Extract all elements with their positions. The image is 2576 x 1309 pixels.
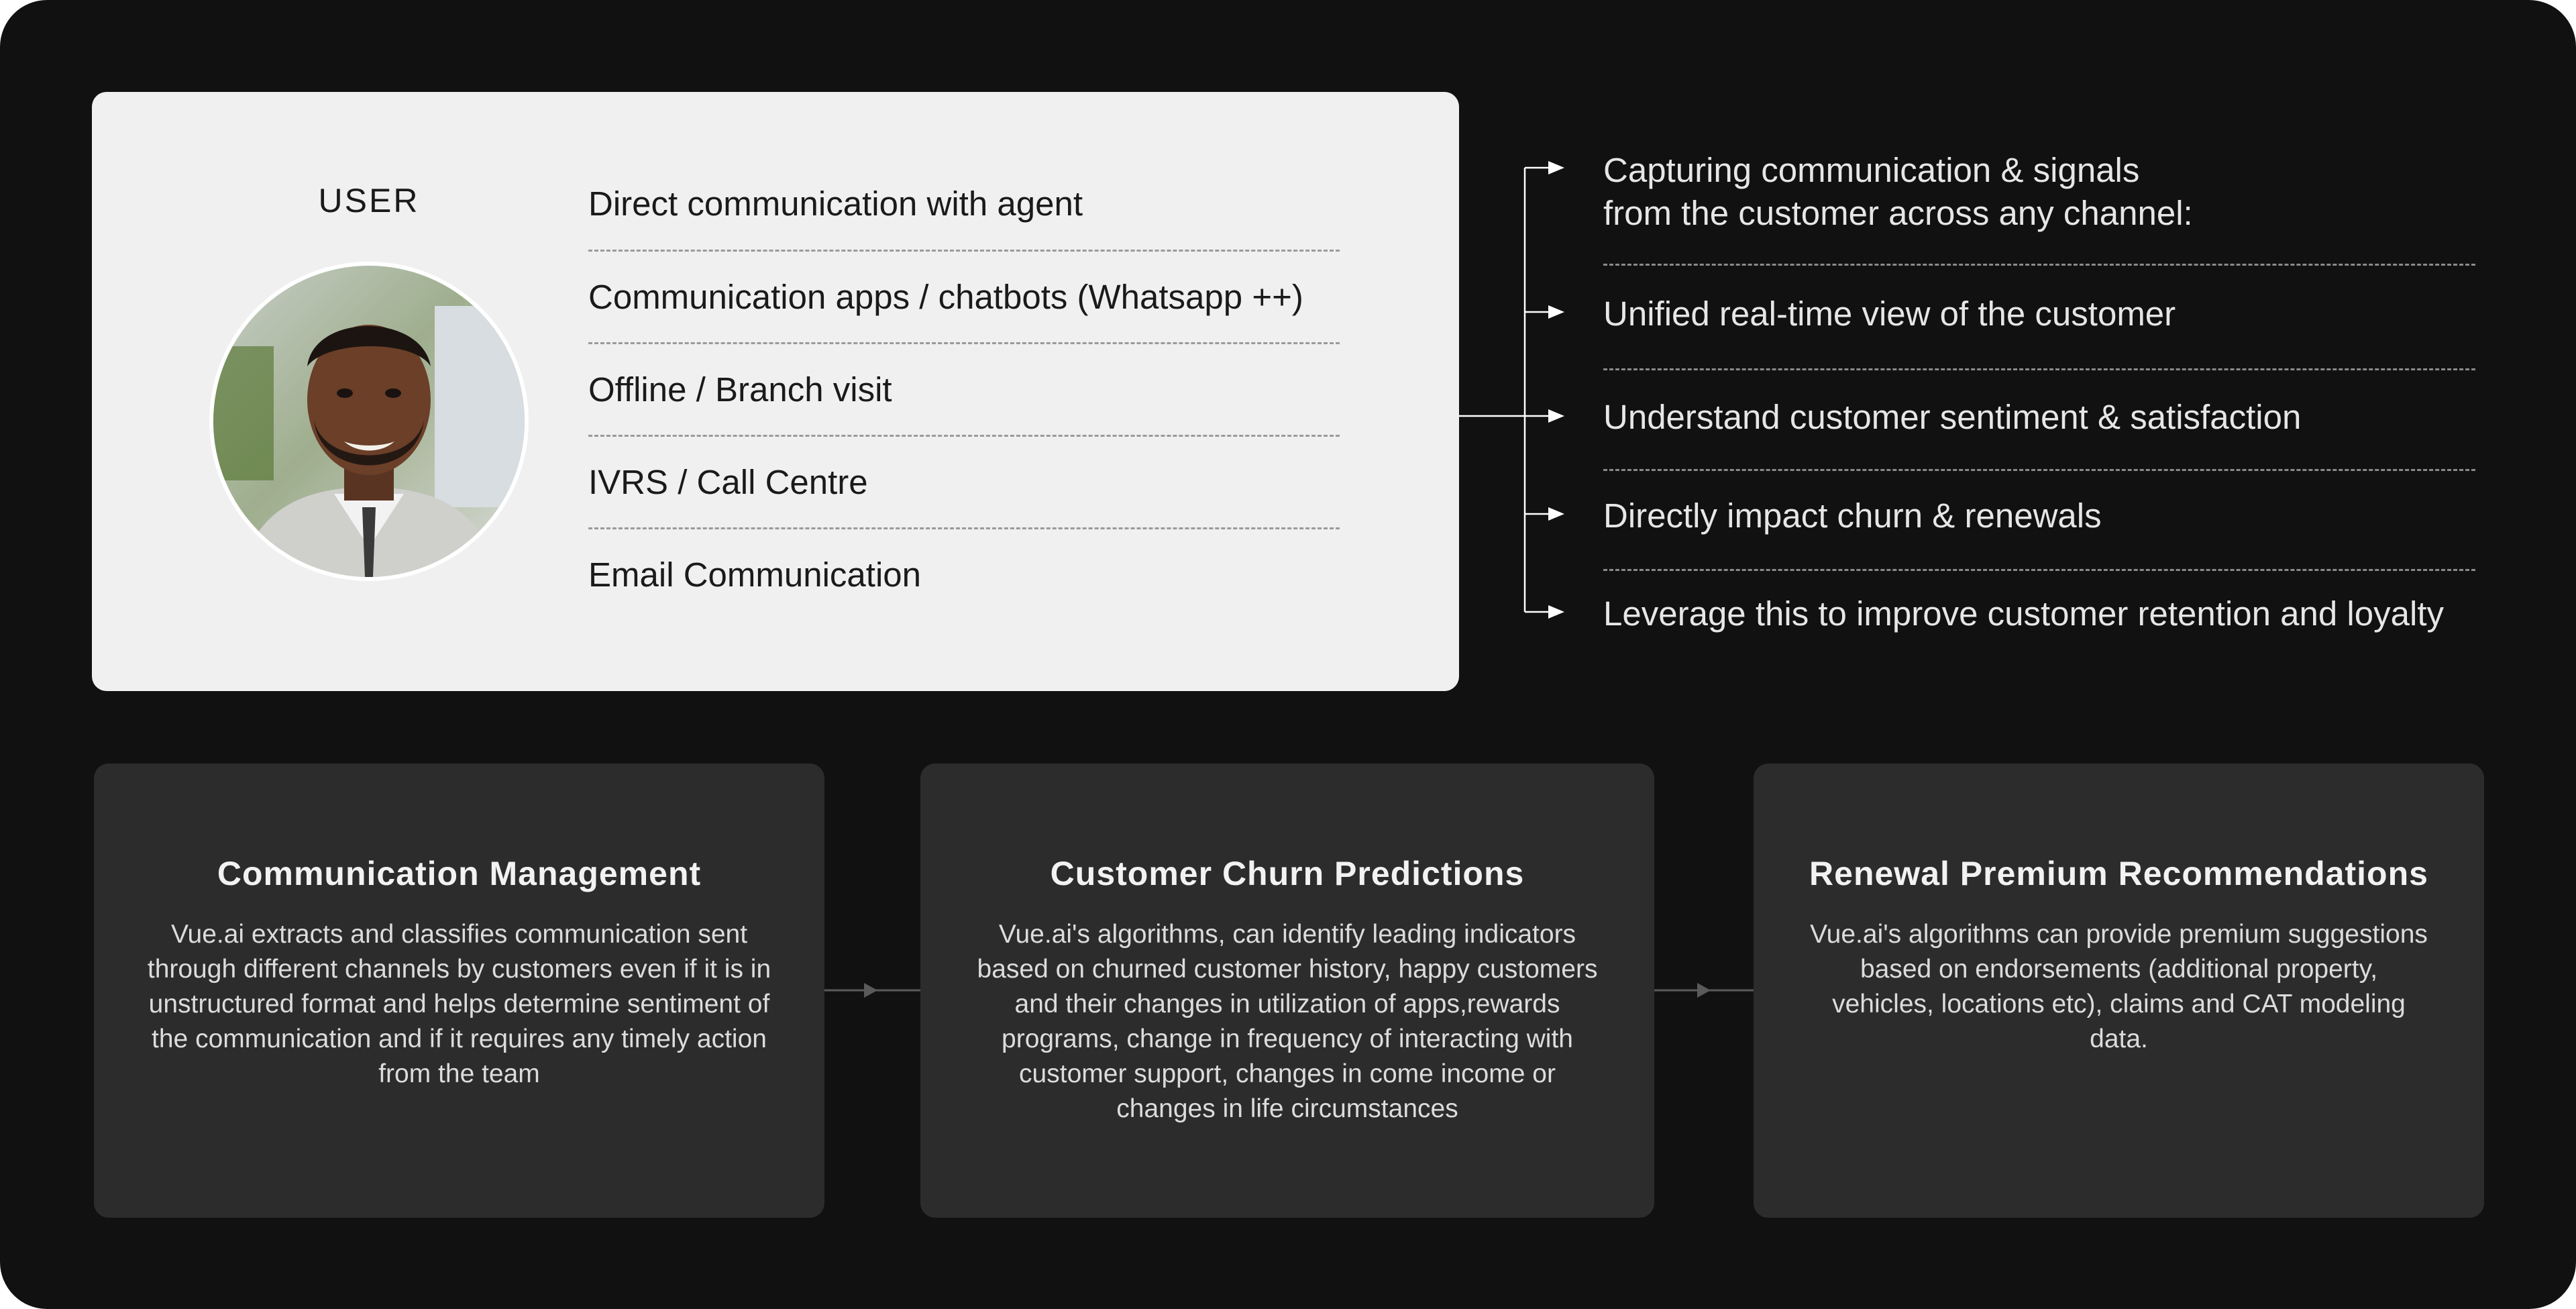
step-card-communication: Communication Management Vue.ai extracts…	[94, 764, 824, 1218]
channel-item: IVRS / Call Centre	[588, 435, 1340, 527]
step-title: Communication Management	[217, 855, 702, 892]
channel-item: Direct communication with agent	[588, 185, 1083, 223]
benefit-item: Capturing communication & signals from t…	[1603, 149, 2193, 235]
benefit-item: Leverage this to improve customer retent…	[1603, 594, 2444, 633]
user-label: USER	[318, 182, 420, 219]
channel-item: Email Communication	[588, 527, 1340, 620]
step-card-renewal: Renewal Premium Recommendations Vue.ai's…	[1754, 764, 2484, 1218]
arrow-right-icon	[1548, 161, 1564, 619]
step-card-churn: Customer Churn Predictions Vue.ai's algo…	[920, 764, 1654, 1218]
step-description: Vue.ai extracts and classifies communica…	[147, 920, 771, 1088]
user-photo	[213, 266, 525, 577]
step-title: Renewal Premium Recommendations	[1809, 855, 2428, 892]
benefit-item: Directly impact churn & renewals	[1603, 496, 2102, 535]
step-description: Vue.ai's algorithms can provide premium …	[1810, 920, 2428, 1053]
benefit-text: from the customer across any channel:	[1603, 194, 2193, 232]
benefit-item: Unified real-time view of the customer	[1603, 295, 2176, 333]
divider	[1603, 569, 2475, 571]
divider	[1603, 264, 2475, 266]
divider	[1603, 469, 2475, 471]
step-title: Customer Churn Predictions	[1050, 855, 1525, 892]
branch-connector	[1459, 166, 1550, 613]
step-description: Vue.ai's algorithms, can identify leadin…	[977, 920, 1598, 1123]
user-avatar	[209, 262, 529, 581]
divider	[1603, 368, 2475, 370]
channel-item: Offline / Branch visit	[588, 342, 1340, 435]
channel-list: Direct communication with agent Communic…	[588, 176, 1340, 620]
benefit-text: Capturing communication & signals	[1603, 151, 2140, 189]
channel-item: Communication apps / chatbots (Whatsapp …	[588, 250, 1340, 342]
benefit-item: Understand customer sentiment & satisfac…	[1603, 398, 2302, 436]
